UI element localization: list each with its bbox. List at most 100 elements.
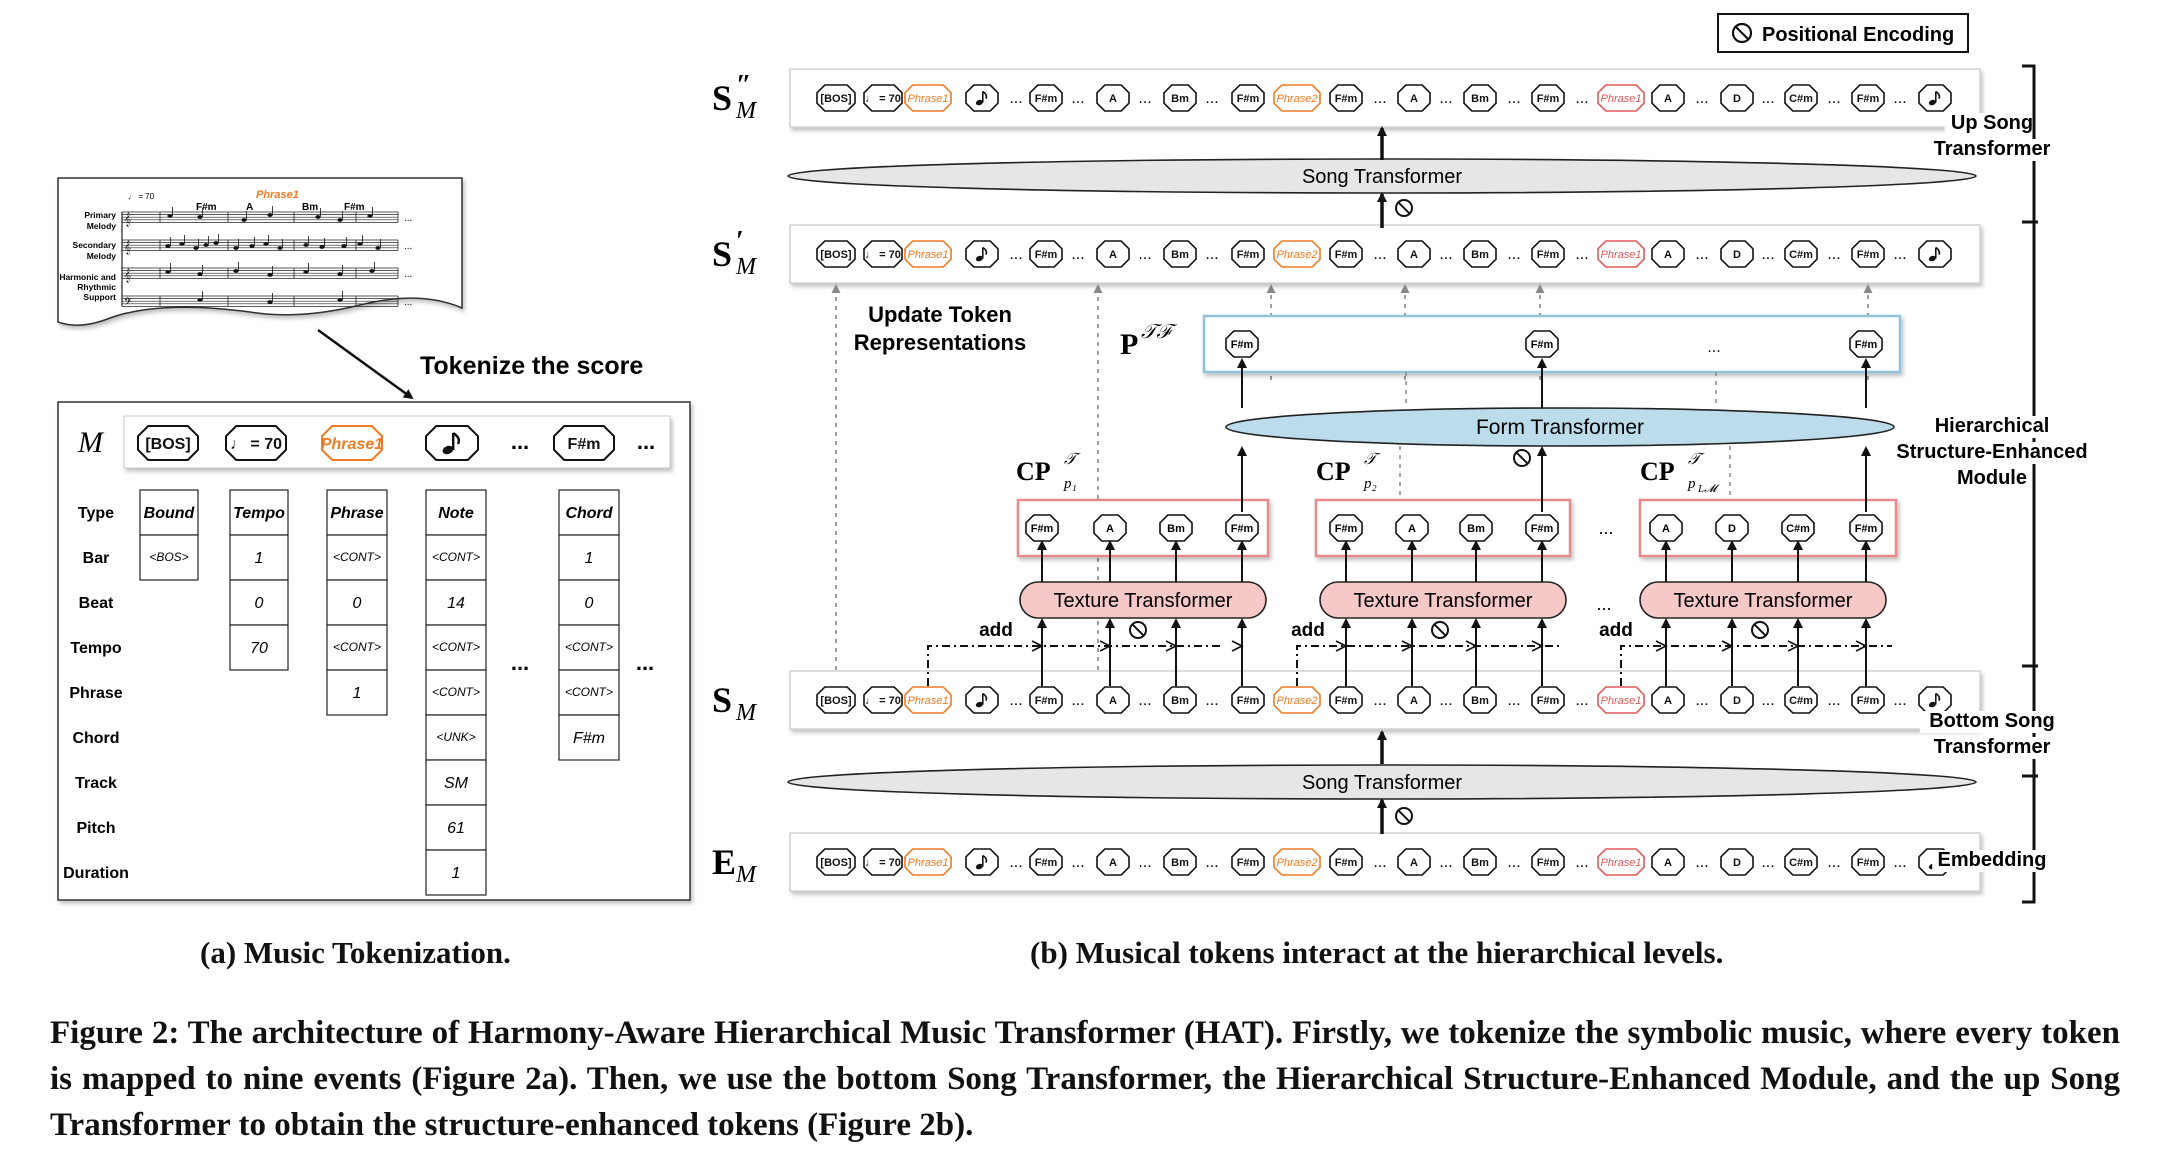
token-label: F#m <box>1537 249 1560 261</box>
token-octagon <box>1463 686 1497 714</box>
event-cell <box>425 759 487 806</box>
token-ellipsis: ... <box>1071 246 1084 263</box>
token-label: Phrase1 <box>1601 695 1642 707</box>
note-head <box>179 242 185 246</box>
token-label: Phrase2 <box>1277 695 1318 707</box>
event-cell <box>326 669 388 716</box>
token-label: [BOS] <box>820 857 852 869</box>
token-label: Bm <box>1467 523 1485 535</box>
event-cell-value: <CONT> <box>432 550 480 564</box>
add-label: add <box>1291 620 1325 641</box>
event-cell <box>425 849 487 896</box>
token-octagon <box>1329 240 1363 268</box>
stage-label: Up Song <box>1951 112 2033 134</box>
token-label: Phrase1 <box>1601 93 1642 105</box>
svg-text:𝒯ℱ: 𝒯ℱ <box>1141 321 1177 343</box>
token-label: ♩ = 70 <box>865 249 901 261</box>
texture-transformer-label: Texture Transformer <box>1354 590 1533 612</box>
token-ellipsis: ... <box>1009 90 1022 107</box>
positional-encoding-icon <box>1513 449 1531 467</box>
event-cell-value: 1 <box>353 685 362 702</box>
texture-transformer-label: Texture Transformer <box>1674 590 1853 612</box>
token-ellipsis: ... <box>637 429 655 454</box>
note-head <box>267 300 273 304</box>
note-head <box>337 272 343 276</box>
token-label: F#m <box>1031 523 1054 535</box>
token-ellipsis: ... <box>1138 246 1151 263</box>
event-cell <box>425 624 487 671</box>
add-arrowhead <box>1335 640 1348 652</box>
token-ellipsis: ... <box>1761 692 1774 709</box>
token-label: Phrase1 <box>908 93 949 105</box>
token-octagon <box>1329 84 1363 112</box>
event-cell-value: <CONT> <box>333 640 381 654</box>
token-octagon <box>1231 848 1265 876</box>
score-chord: F#m <box>196 202 217 213</box>
token-label: Phrase1 <box>908 695 949 707</box>
staff-label: Primary <box>84 210 116 220</box>
note-head <box>357 242 363 246</box>
token-ellipsis: ... <box>1009 854 1022 871</box>
token-octagon <box>863 240 903 268</box>
token-octagon <box>1273 686 1321 714</box>
event-cell-value: 1 <box>452 865 461 882</box>
staff-ellipsis: ... <box>404 269 412 280</box>
token-ellipsis: ... <box>1893 854 1906 871</box>
event-cell-value: 14 <box>447 595 465 612</box>
svg-text:𝒯: 𝒯 <box>1688 451 1705 468</box>
legend-label: Positional Encoding <box>1762 24 1954 46</box>
event-cell-value: 0 <box>585 595 594 612</box>
stage-labels: Up SongTransformerHierarchicalStructure-… <box>1876 64 2100 904</box>
token-octagon <box>1849 514 1883 542</box>
token-ellipsis: ... <box>1507 854 1520 871</box>
texture-transformer <box>1019 581 1267 619</box>
add-arrowhead <box>1401 640 1414 652</box>
token-label: A <box>1664 93 1672 105</box>
svg-text:M: M <box>735 254 758 280</box>
event-cell <box>558 714 620 761</box>
token-label: [BOS] <box>820 249 852 261</box>
svg-text:M: M <box>735 98 758 124</box>
positional-encoding-icon <box>1129 621 1147 639</box>
svg-text:′: ′ <box>736 226 744 257</box>
token-octagon <box>1163 84 1197 112</box>
event-cell <box>229 624 289 671</box>
svg-text:𝒯: 𝒯 <box>1364 451 1381 468</box>
event-cell <box>425 489 487 536</box>
positional-encoding-icon <box>1431 621 1449 639</box>
add-arrowhead <box>1655 640 1668 652</box>
token-ellipsis: ... <box>1761 854 1774 871</box>
token-label: A <box>1410 249 1418 261</box>
event-row-label: Track <box>75 775 117 792</box>
clef-icon: 𝄞 <box>124 240 131 254</box>
token-octagon <box>1459 514 1493 542</box>
event-table: TypeBarBeatTempoPhraseChordTrackPitchDur… <box>63 489 654 896</box>
token-octagon <box>1720 848 1754 876</box>
token-octagon <box>1531 686 1565 714</box>
stage-label: Module <box>1957 467 2027 489</box>
token-octagon <box>1649 514 1683 542</box>
token-label: Phrase2 <box>1277 93 1318 105</box>
note-icon <box>975 90 988 106</box>
token-label: F#m <box>1237 857 1260 869</box>
token-ellipsis: ... <box>1205 854 1218 871</box>
svg-text:P: P <box>1120 328 1138 361</box>
token-label: Bm <box>1471 249 1489 261</box>
token-octagon <box>1025 514 1059 542</box>
event-row-label: Tempo <box>70 640 121 657</box>
note-head <box>337 218 343 222</box>
token-octagon <box>1531 848 1565 876</box>
token-octagon <box>1597 686 1645 714</box>
note-icon <box>1928 90 1941 106</box>
event-cell <box>425 714 487 761</box>
token-ellipsis: ... <box>1893 246 1906 263</box>
token-label: A <box>1109 93 1117 105</box>
token-octagon <box>1715 514 1749 542</box>
token-label: A <box>1410 695 1418 707</box>
token-ellipsis: ... <box>1695 90 1708 107</box>
svg-text:L𝓜: L𝓜 <box>1697 483 1720 495</box>
token-ellipsis: ... <box>1507 692 1520 709</box>
event-column-header: Chord <box>565 505 613 522</box>
note-head <box>369 269 375 273</box>
token-label: ♩ = 70 <box>865 695 901 707</box>
